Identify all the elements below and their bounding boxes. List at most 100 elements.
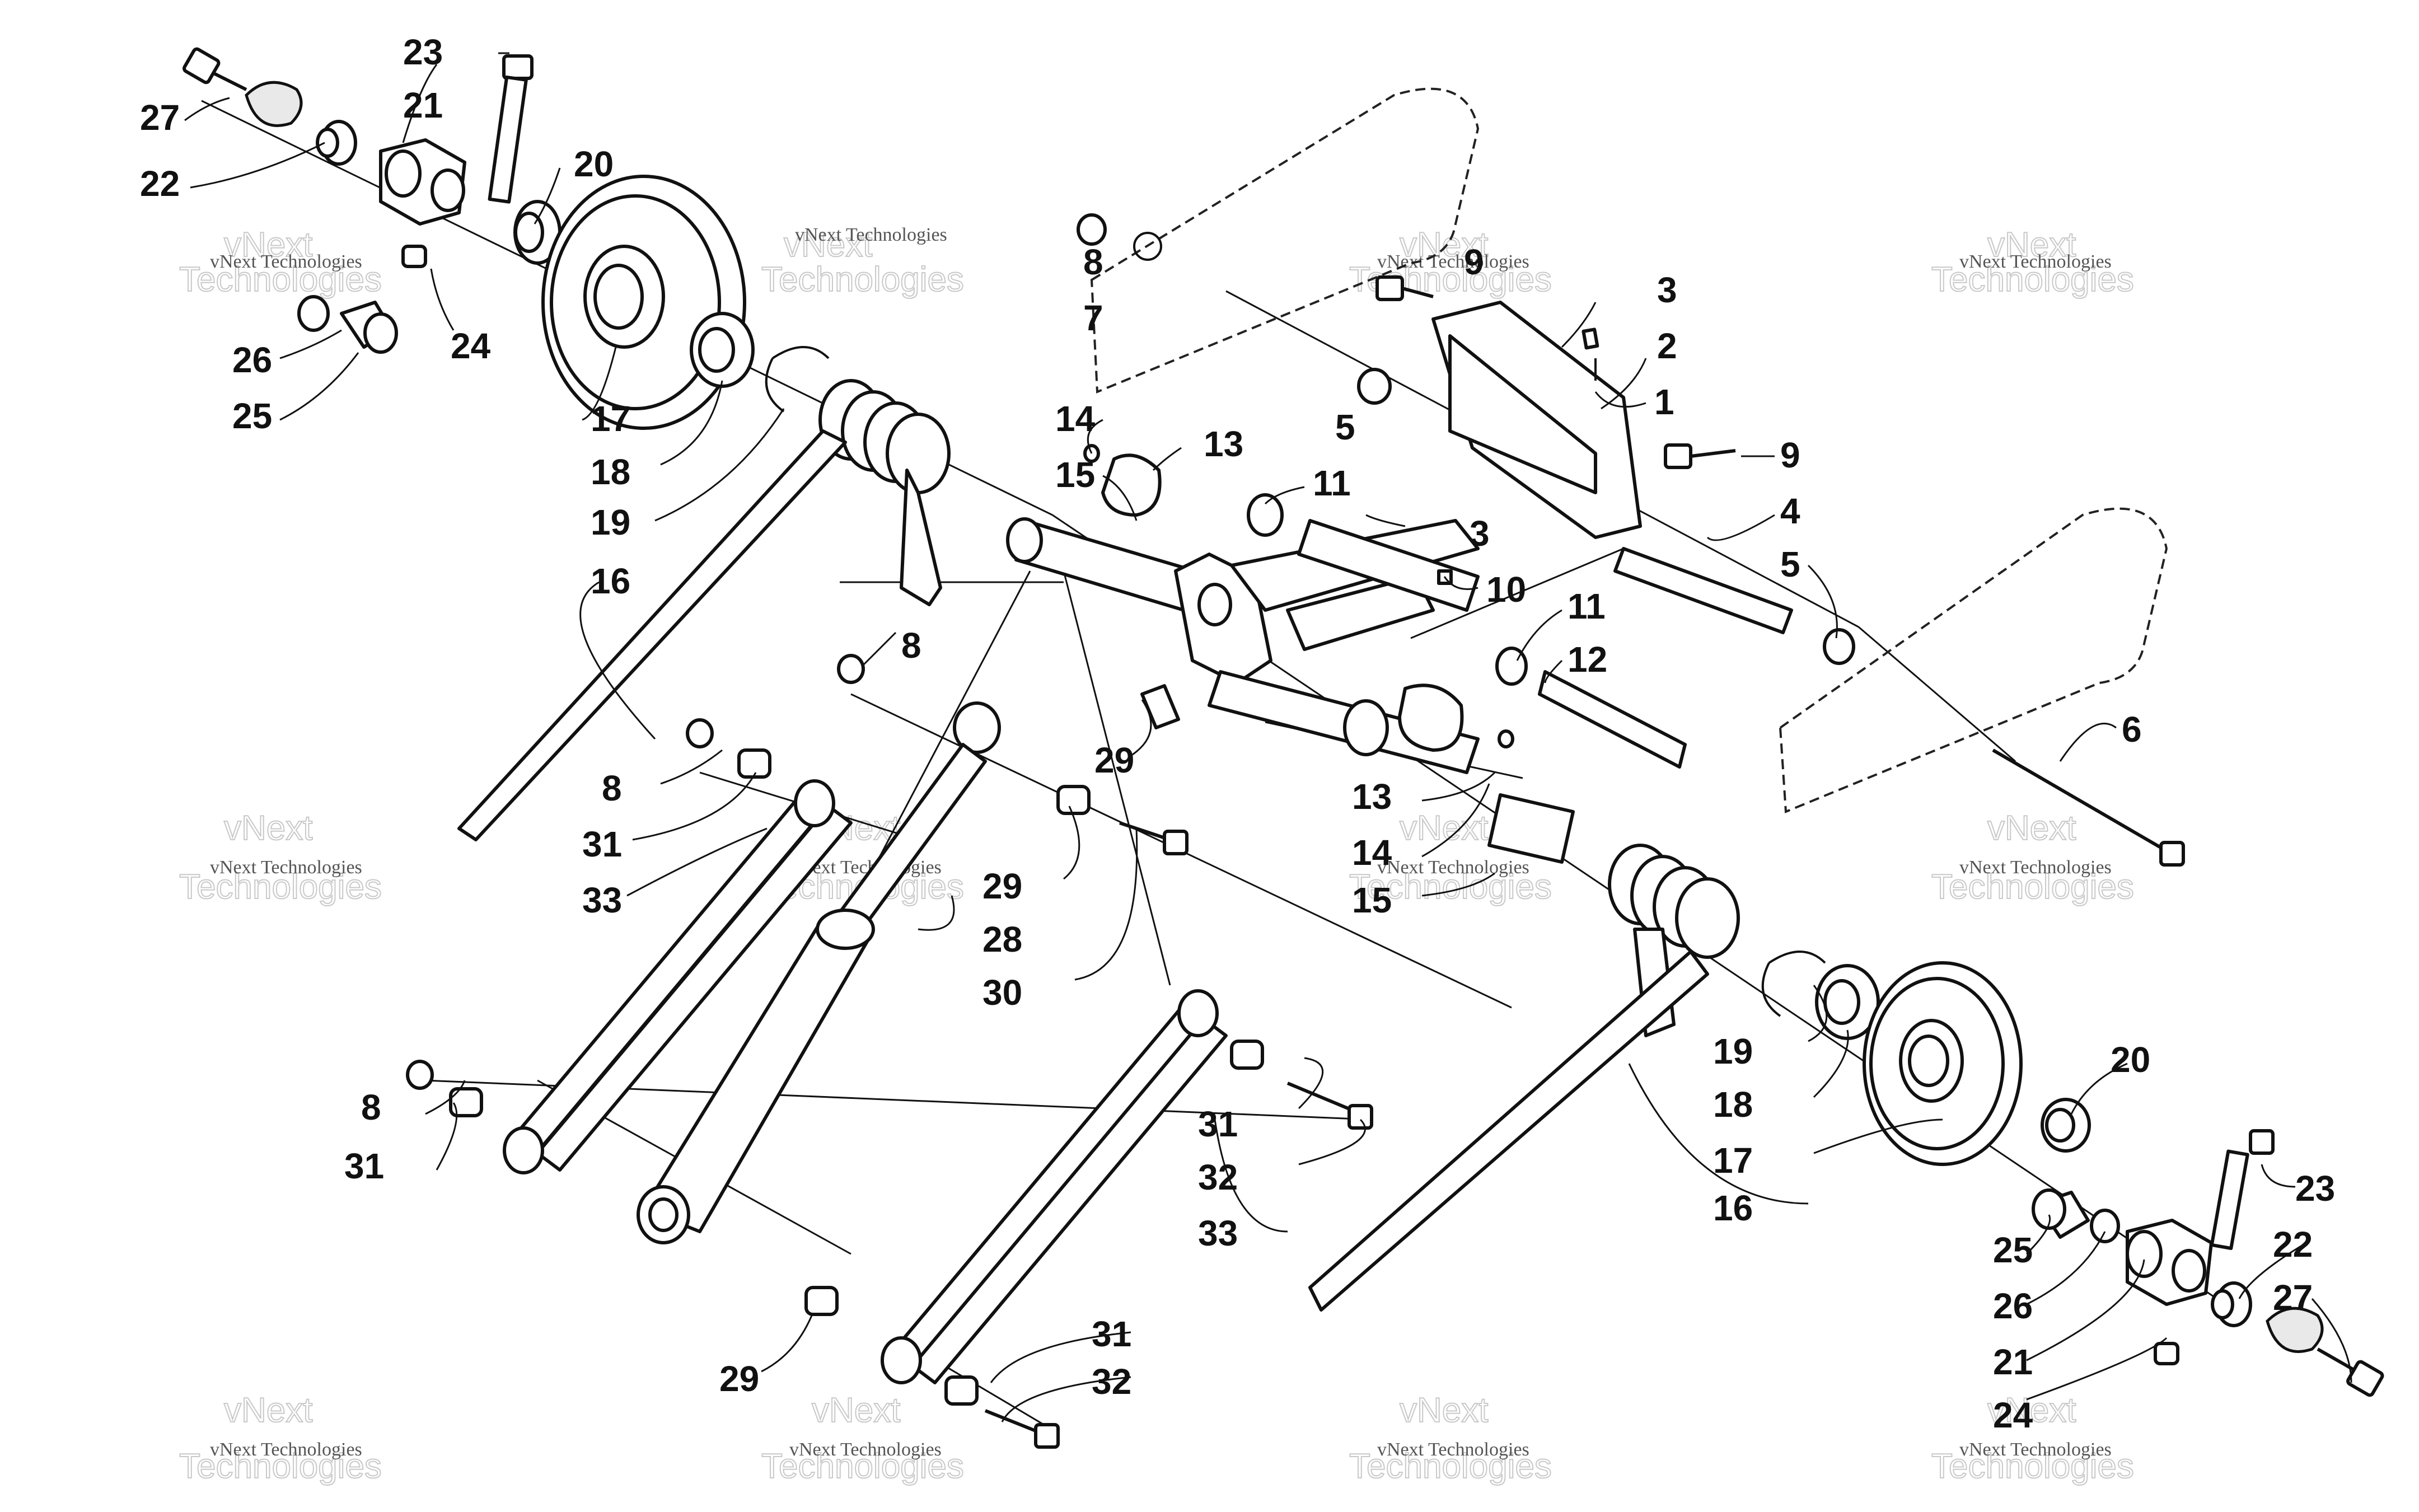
watermark-mid-right2: vNext Technologies vNext Technologies: [1931, 808, 2135, 907]
callout-28: 28: [982, 919, 1022, 959]
callout-11-lower: 11: [1568, 586, 1606, 626]
bushing-29-mid: [1056, 785, 1091, 815]
callout-13-left: 13: [1204, 424, 1243, 464]
callout-4: 4: [1780, 491, 1800, 531]
callout-7: 7: [1083, 298, 1103, 338]
right-idler-wheel-group: [1761, 951, 2091, 1166]
nut-8-mid: [837, 654, 865, 684]
watermark-large-text: Technologies: [761, 1447, 964, 1486]
bushing-5-upper: [1357, 368, 1392, 405]
axis-line: [1063, 570, 1171, 986]
watermark-top-left: vNext Technologies vNext Technologies: [179, 225, 382, 299]
bolt-27-left: [183, 47, 247, 91]
callout-3-top: 3: [1657, 270, 1677, 310]
bolt-6-long: [1992, 748, 2185, 867]
washer-26-left: [297, 295, 330, 332]
right-torsion-spring: [1308, 844, 1740, 1312]
cap-25-right: [2032, 1188, 2090, 1239]
callout-9-top: 9: [1464, 242, 1484, 282]
callout-12: 12: [1568, 639, 1607, 680]
callout-15-left: 15: [1055, 455, 1095, 495]
watermark-bottom-right1: vNext Technologies vNext Technologies: [1349, 1391, 1552, 1486]
link-33-left: [503, 779, 853, 1174]
watermark-bottom-center: vNext Technologies vNext Technologies: [761, 1391, 965, 1486]
spring-leg-long-left: [457, 429, 847, 841]
callout-15-right: 15: [1352, 880, 1392, 920]
callout-20-left: 20: [574, 144, 614, 184]
circlip-19-right: [1761, 951, 1826, 1017]
wheel-17-left: [541, 175, 746, 430]
watermark-small-text: vNext Technologies: [1959, 251, 2112, 272]
callout-2: 2: [1657, 326, 1677, 366]
bushing-22-left: [316, 120, 357, 166]
callout-21-right: 21: [1993, 1342, 2033, 1382]
watermark-mid-left: vNext Technologies vNext Technologies: [179, 808, 382, 907]
nut-8-lowerleft: [406, 1060, 434, 1090]
callout-labels: 27 22 23 21 20 24 26 25 17 18 19 16 14 1…: [140, 32, 2335, 1435]
callout-29-mid: 29: [982, 866, 1022, 906]
grease-fitting-3-top: [1582, 327, 1599, 350]
rail-mount-web: [1448, 334, 1597, 494]
watermark-large-text: vNext: [224, 226, 312, 264]
clamp-21-right: [2126, 1219, 2213, 1306]
watermark-small-text: vNext Technologies: [1959, 1439, 2112, 1460]
callout-16-left: 16: [591, 561, 630, 601]
callout-33-right: 33: [1198, 1213, 1238, 1253]
callout-29-center: 29: [1094, 740, 1134, 780]
callout-18-left: 18: [591, 452, 630, 492]
bushing-29-lower: [804, 1286, 839, 1316]
nut-8-upperleft: [686, 718, 714, 748]
spring-coil-right: [1608, 844, 1740, 959]
right-hardware-group: [2032, 1129, 2384, 1397]
callout-17-right: 17: [1713, 1140, 1753, 1181]
callout-14-left: 14: [1055, 399, 1096, 439]
left-idler-wheel-group: [513, 175, 830, 430]
callout-31-left: 31: [344, 1146, 384, 1186]
watermark-large-text: vNext: [1987, 809, 2076, 848]
callout-30: 30: [982, 972, 1022, 1013]
leader-lines: [184, 52, 2352, 1422]
callout-6: 6: [2122, 709, 2142, 750]
watermark-small-text: vNext Technologies: [210, 251, 362, 272]
bolt-23-right: [2210, 1129, 2275, 1251]
bolt-23-left: [488, 54, 534, 204]
watermark-large-text: Technologies: [179, 868, 382, 906]
callout-10: 10: [1486, 569, 1526, 610]
watermark-large-text: Technologies: [761, 260, 964, 299]
watermark-top-right2: vNext Technologies vNext Technologies: [1931, 225, 2135, 299]
watermark-large-text: vNext: [812, 1391, 900, 1430]
callout-13-right: 13: [1352, 776, 1392, 817]
callout-11-upper: 11: [1313, 463, 1351, 503]
callout-24-left: 24: [451, 326, 491, 366]
link-hardware: [449, 748, 1373, 1449]
bumper-13-right: [1398, 684, 1464, 752]
callout-31-lower: 31: [1092, 1314, 1131, 1354]
watermark-large-text: Technologies: [179, 1447, 382, 1486]
spacer-20-right: [2041, 1098, 2091, 1153]
callout-33-left: 33: [582, 880, 622, 920]
watermark-large-text: vNext: [1987, 226, 2076, 264]
circlip-19-left: [765, 346, 830, 413]
callout-27-right: 27: [2273, 1277, 2313, 1318]
bushing-31-lower: [944, 1375, 979, 1406]
bushing-11-upper: [1247, 493, 1284, 537]
bumper-13-left: [1101, 453, 1162, 517]
callout-31-upper: 31: [582, 824, 622, 864]
cross-arm-lower: [1286, 575, 1435, 651]
callout-17-left: 17: [591, 399, 630, 439]
shaft-12: [1538, 670, 1687, 769]
shaft-15-left: [1006, 517, 1197, 612]
callout-8-upperleft: 8: [602, 768, 622, 808]
bolt-30: [1119, 821, 1189, 855]
callout-26-left: 26: [232, 340, 272, 380]
watermark-large-text: Technologies: [179, 260, 382, 299]
callout-19-left: 19: [591, 502, 630, 542]
callout-27-left: 27: [140, 97, 180, 138]
watermark-small-text: vNext Technologies: [1377, 251, 1529, 272]
callout-26-right: 26: [1993, 1286, 2033, 1326]
watermark-large-text: Technologies: [1349, 1447, 1552, 1486]
bushing-29-center: [1140, 684, 1180, 729]
rail-right-dashed: [1779, 507, 2168, 813]
watermark-large-text: Technologies: [1931, 868, 2134, 906]
watermark-large-text: Technologies: [1349, 868, 1552, 906]
